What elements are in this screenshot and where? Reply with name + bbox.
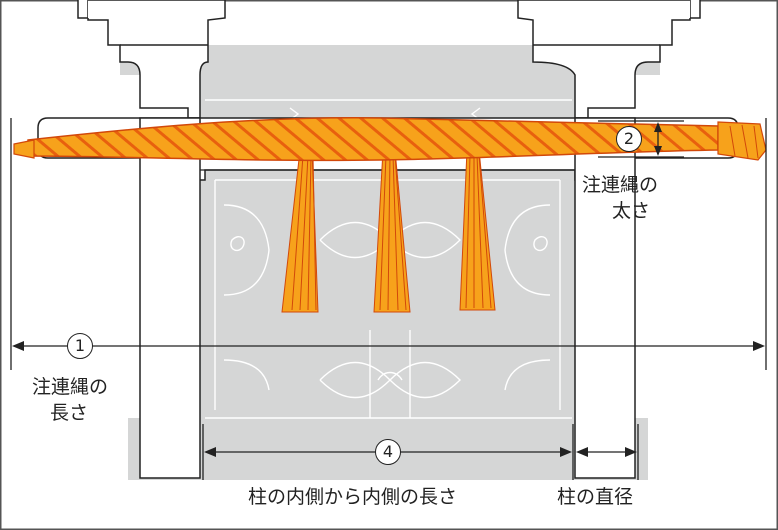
inner-width-label: 柱の内側から内側の長さ (248, 486, 458, 508)
rope-length-label-line2: 長さ (50, 402, 89, 424)
right-pillar-capital (517, 0, 701, 119)
rope-thickness-label-line1: 注連縄の (582, 174, 659, 196)
right-pillar (574, 117, 636, 479)
left-pillar (139, 117, 201, 479)
marker-1: 1 (67, 333, 93, 359)
left-pillar-capital (77, 0, 226, 119)
rope-length-dimension (10, 118, 767, 370)
marker-4: 4 (375, 439, 401, 465)
shimenawa-rope (13, 117, 767, 162)
pillar-diameter-dimension (576, 424, 639, 480)
rope-length-label-line1: 注連縄の (32, 376, 109, 398)
rope-thickness-dimension (598, 120, 684, 158)
pillar-diameter-label: 柱の直径 (557, 486, 634, 508)
rope-thickness-label-line2: 太さ (612, 200, 651, 222)
marker-2: 2 (616, 126, 642, 152)
